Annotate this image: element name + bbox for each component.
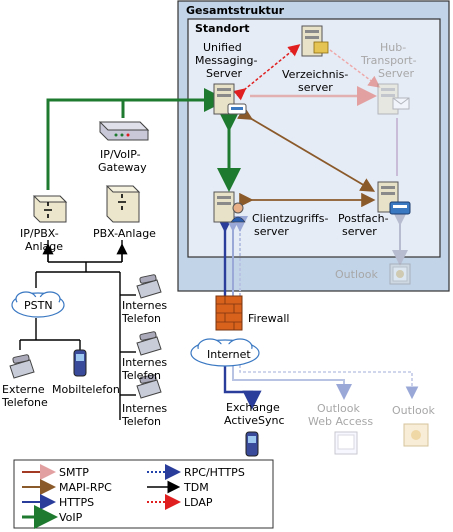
site-label: Standort: [195, 22, 250, 35]
pstn-label: PSTN: [24, 299, 53, 312]
ip-pbx-icon: [32, 195, 68, 223]
legend-voip-label: VoIP: [59, 511, 83, 524]
voip-pbx-to-um: [46, 88, 228, 190]
pbx-label: PBX-Anlage: [93, 227, 156, 240]
voip-gateway-icon: [98, 121, 150, 141]
forest-label: Gesamtstruktur: [186, 4, 285, 17]
hub-server-label: Hub- Transport- Server: [360, 41, 420, 80]
directory-server-label: Verzeichnis- server: [282, 68, 352, 94]
client-access-server-icon: [213, 191, 246, 223]
mobile-phone-label: Mobiltelefon: [52, 383, 120, 396]
external-phone-label: Externe Telefone: [1, 383, 48, 409]
directory-server-icon: [301, 25, 329, 57]
tdm-lines: [19, 240, 136, 420]
outlook-external-label: Outlook: [392, 404, 435, 417]
outlook-inside-label: Outlook: [335, 268, 378, 281]
mailbox-server-label: Postfach- server: [338, 212, 392, 238]
mailbox-server-icon: [377, 181, 411, 215]
legend-rpchttps-label: RPC/HTTPS: [184, 466, 245, 479]
ldap-dir-hub: [329, 49, 381, 88]
internal-phone-2-icon: [136, 331, 162, 356]
legend-ldap-label: LDAP: [184, 496, 213, 509]
owa-icon: [334, 431, 358, 455]
mapi-um-mailbox: [237, 106, 376, 192]
firewall-icon: [215, 295, 243, 331]
ip-pbx-label: IP/PBX- Anlage: [20, 227, 63, 253]
ldap-um-dir: [233, 44, 301, 101]
internal-phone-1-icon: [136, 274, 162, 299]
owa-label: Outlook Web Access: [308, 402, 373, 428]
internal-phone-3-label: Internes Telefon: [121, 402, 171, 428]
client-access-label: Clientzugriffs- server: [252, 212, 332, 238]
firewall-label: Firewall: [248, 312, 289, 325]
mobile-phone-icon: [73, 349, 87, 377]
internet-outlook-ext: [239, 340, 419, 400]
activesync-label: Exchange ActiveSync: [224, 401, 285, 427]
internet-label: Internet: [207, 348, 251, 361]
pbx-icon: [105, 185, 141, 223]
internal-phone-1-label: Internes Telefon: [121, 299, 171, 325]
legend-tdm-label: TDM: [183, 481, 209, 494]
legend-mapi-label: MAPI-RPC: [59, 481, 112, 494]
activesync-device-icon: [245, 431, 259, 457]
pstn-cloud-icon: [11, 291, 65, 318]
external-phone-icon: [9, 354, 35, 379]
outlook-inside-icon: [389, 263, 411, 285]
um-server-icon: [213, 83, 247, 115]
legend-smtp-label: SMTP: [59, 466, 89, 479]
internal-phone-2-label: Internes Telefon: [121, 356, 171, 382]
outlook-external-icon: [403, 423, 429, 447]
internet-cloud-icon: [190, 338, 260, 367]
internal-phone-3-icon: [136, 374, 162, 399]
voip-gateway-label: IP/VoIP- Gateway: [98, 148, 147, 174]
legend-items: SMTP RPC/HTTPS MAPI-RPC TDM HTTPS LDAP V…: [22, 464, 245, 529]
hub-server-icon: [377, 83, 410, 115]
um-server-label: Unified Messaging- Server: [195, 41, 261, 80]
legend-https-label: HTTPS: [59, 496, 94, 509]
